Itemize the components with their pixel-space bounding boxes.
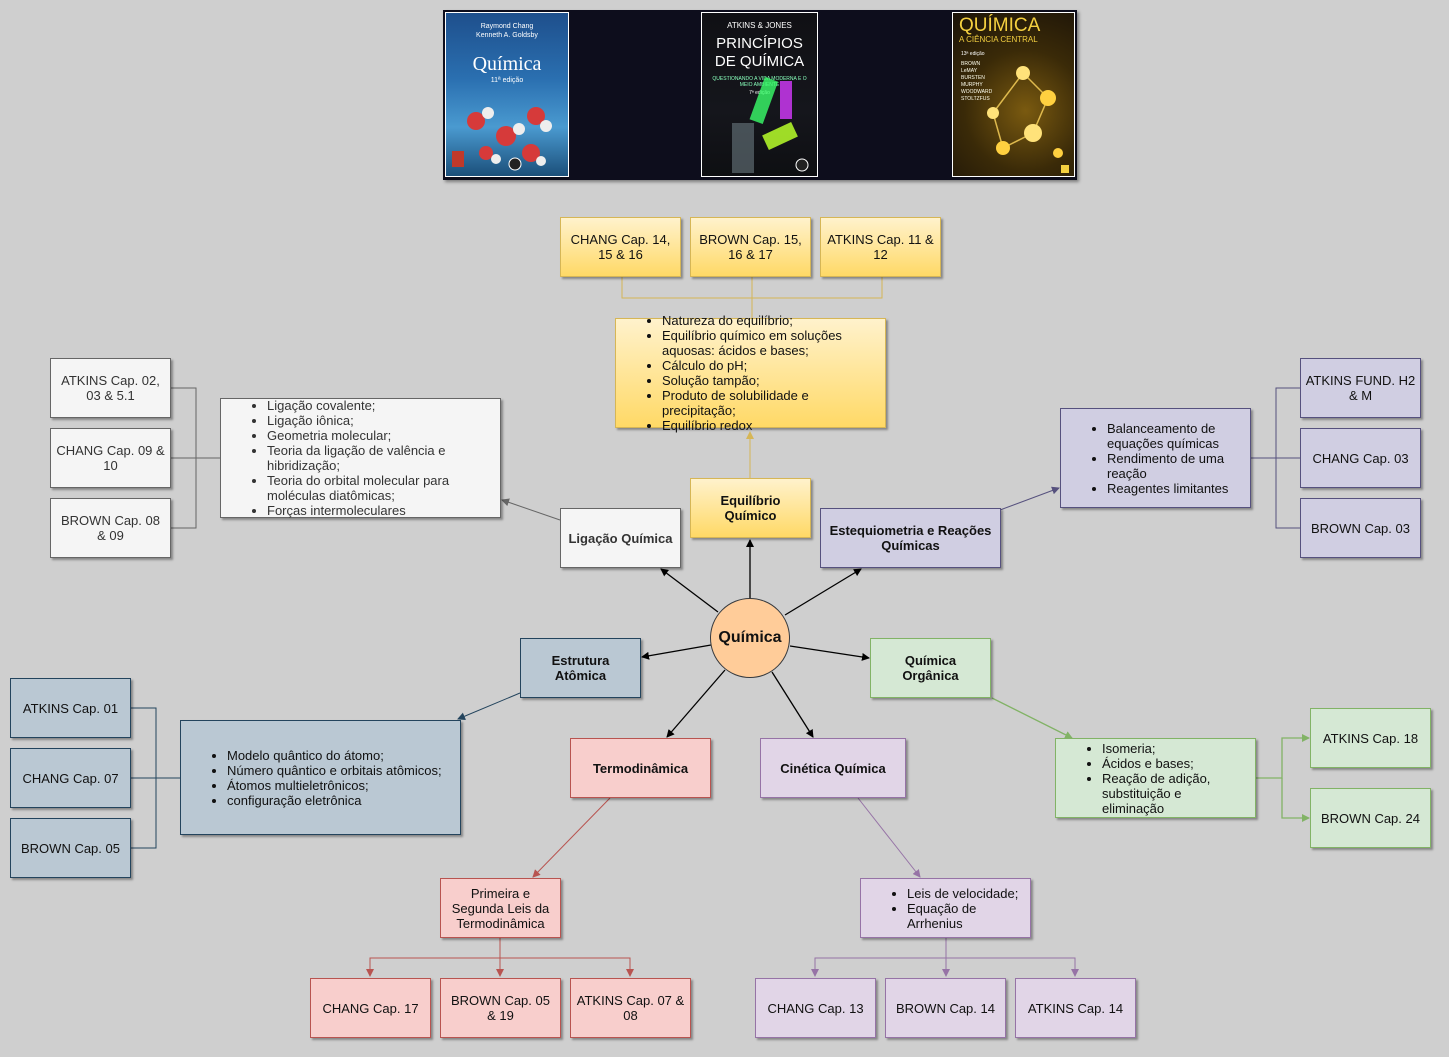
ref-cinetica-atkins[interactable]: ATKINS Cap. 14	[1015, 978, 1136, 1038]
molecule-illustration	[452, 107, 552, 171]
topic-ligacao-quimica[interactable]: Ligação Química	[560, 508, 681, 568]
list-item: configuração eletrônica	[227, 793, 442, 808]
book-subtitle: QUESTIONANDO A VIDA MODERNA E O MEIO AMB…	[712, 76, 807, 88]
edge-center-termo	[666, 669, 726, 738]
book-cover-atkins: ATKINS & JONES PRINCÍPIOS DE QUÍMICA QUE…	[701, 12, 818, 177]
termo-subtopic[interactable]: Primeira e Segunda Leis da Termodinâmica	[440, 878, 561, 938]
list-item: Equação de Arrhenius	[907, 901, 1020, 931]
edge-center-cinetica	[771, 671, 814, 738]
edge-center-estrutura	[641, 644, 712, 660]
list-item: Cálculo do pH;	[662, 358, 875, 373]
topic-equilibrio-quimico[interactable]: Equilíbrio Químico	[690, 478, 811, 538]
ref-estrutura-atkins[interactable]: ATKINS Cap. 01	[10, 678, 131, 738]
book-authors-list: BROWN LeMAY BURSTEN MURPHY WOODWARD STOL…	[961, 61, 993, 102]
ref-equilibrio-brown[interactable]: BROWN Cap. 15, 16 & 17	[690, 217, 811, 277]
topic-quimica-organica[interactable]: Química Orgânica	[870, 638, 991, 698]
book-covers-banner: Raymond Chang Kenneth A. Goldsby Química…	[443, 10, 1077, 180]
ref-organica-brown[interactable]: BROWN Cap. 24	[1310, 788, 1431, 848]
ref-cinetica-chang[interactable]: CHANG Cap. 13	[755, 978, 876, 1038]
topic-termodinamica[interactable]: Termodinâmica	[570, 738, 711, 798]
ref-termo-chang[interactable]: CHANG Cap. 17	[310, 978, 431, 1038]
molecule-illustration	[987, 66, 1069, 173]
glassware-illustration	[732, 76, 809, 173]
ref-equilibrio-atkins[interactable]: ATKINS Cap. 11 & 12	[820, 217, 941, 277]
edge-center-estequiometria	[784, 568, 862, 616]
list-item: Ligação iônica;	[267, 413, 490, 428]
list-item: Reação de adição, substituição e elimina…	[1102, 771, 1245, 816]
ref-cinetica-brown[interactable]: BROWN Cap. 14	[885, 978, 1006, 1038]
ref-estequiometria-atkins[interactable]: ATKINS FUND. H2 & M	[1300, 358, 1421, 418]
list-item: Produto de solubilidade e precipitação;	[662, 388, 875, 418]
list-item: Equilíbrio químico em soluções aquosas: …	[662, 328, 875, 358]
organica-subtopics-list[interactable]: Isomeria; Ácidos e bases; Reação de adiç…	[1055, 738, 1256, 818]
book-author: Kenneth A. Goldsby	[476, 32, 538, 39]
book-cover-chang: Raymond Chang Kenneth A. Goldsby Química…	[445, 12, 569, 177]
book-subtitle: A CIÊNCIA CENTRAL	[959, 35, 1038, 44]
topic-estequiometria[interactable]: Estequiometria e Reações Químicas	[820, 508, 1001, 568]
list-item: Teoria do orbital molecular para molécul…	[267, 473, 490, 503]
topic-cinetica-quimica[interactable]: Cinética Química	[760, 738, 906, 798]
list-item: Forças intermoleculares	[267, 503, 490, 518]
list-item: Ligação covalente;	[267, 398, 490, 413]
ref-ligacao-atkins[interactable]: ATKINS Cap. 02, 03 & 5.1	[50, 358, 171, 418]
estrutura-subtopics-list[interactable]: Modelo quântico do átomo; Número quântic…	[180, 720, 461, 835]
central-topic[interactable]: Química	[710, 598, 790, 678]
list-item: Solução tampão;	[662, 373, 875, 388]
list-item: Isomeria;	[1102, 741, 1245, 756]
book-title: Química	[472, 53, 542, 75]
ref-equilibrio-chang[interactable]: CHANG Cap. 14, 15 & 16	[560, 217, 681, 277]
list-item: Átomos multieletrônicos;	[227, 778, 442, 793]
list-item: Natureza do equilíbrio;	[662, 313, 875, 328]
list-item: Equilíbrio redox	[662, 418, 875, 433]
edge-center-ligacao	[660, 568, 719, 613]
topic-estrutura-atomica[interactable]: Estrutura Atômica	[520, 638, 641, 698]
ref-ligacao-chang[interactable]: CHANG Cap. 09 & 10	[50, 428, 171, 488]
list-item: Reagentes limitantes	[1107, 481, 1240, 496]
list-item: Geometria molecular;	[267, 428, 490, 443]
equilibrio-subtopics-list[interactable]: Natureza do equilíbrio; Equilíbrio quími…	[615, 313, 886, 433]
ref-estequiometria-chang[interactable]: CHANG Cap. 03	[1300, 428, 1421, 488]
ref-ligacao-brown[interactable]: BROWN Cap. 08 & 09	[50, 498, 171, 558]
book-title: PRINCÍPIOS DE QUÍMICA	[714, 35, 805, 70]
book-edition: 13ª edição	[961, 51, 985, 57]
ref-termo-brown[interactable]: BROWN Cap. 05 & 19	[440, 978, 561, 1038]
ref-estrutura-brown[interactable]: BROWN Cap. 05	[10, 818, 131, 878]
list-item: Modelo quântico do átomo;	[227, 748, 442, 763]
list-item: Balanceamento de equações químicas	[1107, 421, 1240, 451]
ref-estrutura-chang[interactable]: CHANG Cap. 07	[10, 748, 131, 808]
book-cover-brown: QUÍMICA A CIÊNCIA CENTRAL 13ª edição BRO…	[952, 12, 1075, 177]
ref-organica-atkins[interactable]: ATKINS Cap. 18	[1310, 708, 1431, 768]
list-item: Ácidos e bases;	[1102, 756, 1245, 771]
book-author: ATKINS & JONES	[727, 21, 792, 30]
book-edition: 11ª edição	[490, 77, 524, 84]
list-item: Teoria da ligação de valência e hibridiz…	[267, 443, 490, 473]
ref-termo-atkins[interactable]: ATKINS Cap. 07 & 08	[570, 978, 691, 1038]
list-item: Leis de velocidade;	[907, 886, 1020, 901]
edge-center-organica	[789, 645, 870, 661]
ligacao-subtopics-list[interactable]: Ligação covalente; Ligação iônica; Geome…	[220, 398, 501, 518]
book-author: Raymond Chang	[480, 23, 534, 30]
ref-estequiometria-brown[interactable]: BROWN Cap. 03	[1300, 498, 1421, 558]
book-title: QUÍMICA	[959, 15, 1041, 36]
estequiometria-subtopics-list[interactable]: Balanceamento de equações químicas Rendi…	[1060, 408, 1251, 508]
list-item: Número quântico e orbitais atômicos;	[227, 763, 442, 778]
list-item: Rendimento de uma reação	[1107, 451, 1240, 481]
cinetica-subtopics-list[interactable]: Leis de velocidade; Equação de Arrhenius	[860, 878, 1031, 938]
